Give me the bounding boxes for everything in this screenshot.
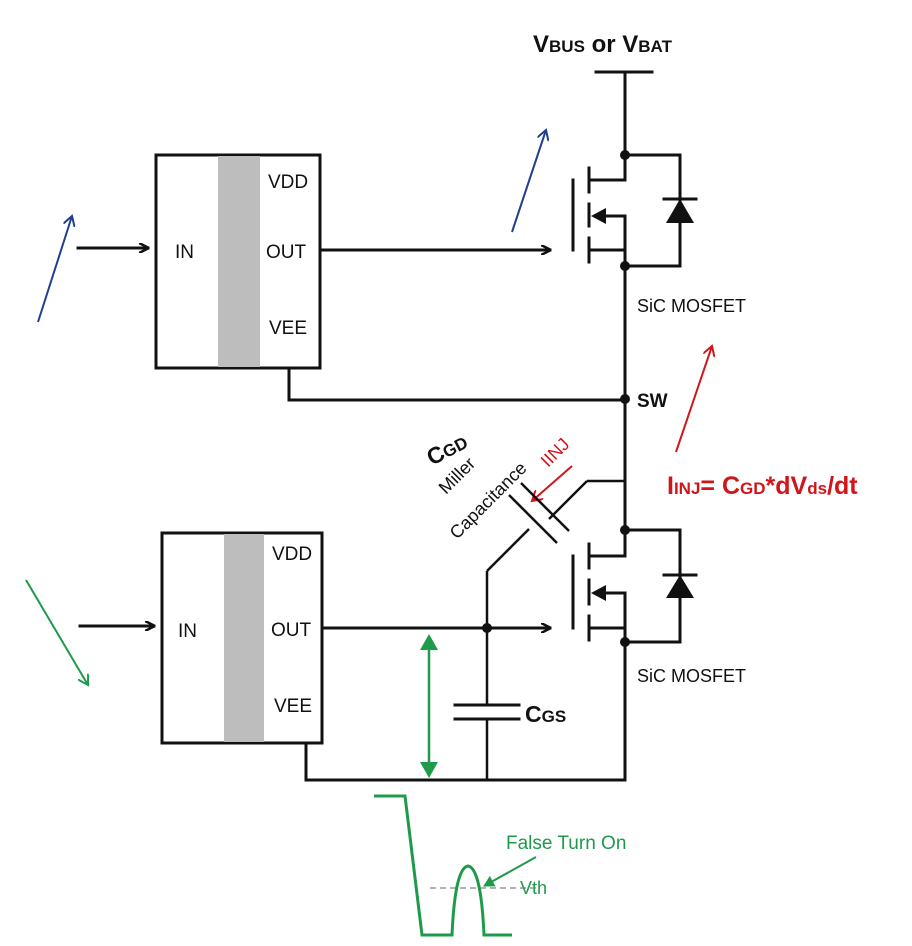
pin-vee-bottom: VEE xyxy=(274,696,312,717)
pin-in-bottom: IN xyxy=(178,621,197,642)
gate-driver-bottom: IN VDD OUT VEE xyxy=(160,531,324,745)
pin-out-top: OUT xyxy=(266,242,307,263)
mosfet-top xyxy=(571,150,698,271)
cgs-label: CGS xyxy=(525,701,566,727)
injection-current-equation: IINJ= CGD*dVds/dt xyxy=(667,472,858,500)
pin-vdd-top: VDD xyxy=(268,172,308,193)
diode-top xyxy=(666,199,694,223)
pin-vdd-bottom: VDD xyxy=(272,544,312,565)
pin-in-top: IN xyxy=(175,242,194,263)
sw-label: SW xyxy=(637,391,668,412)
false-turn-on-arrow xyxy=(483,856,537,887)
mosfet-top-label: SiC MOSFET xyxy=(637,296,746,316)
gate-driver-top: IN VDD OUT VEE xyxy=(154,153,322,370)
vth-label: Vth xyxy=(520,878,547,898)
cgd-plate-2 xyxy=(520,482,570,532)
vee-return-wire-bottom xyxy=(304,743,627,782)
false-turn-on-label: False Turn On xyxy=(506,833,626,854)
false-turn-on-waveform xyxy=(374,794,540,937)
gate-voltage-trace xyxy=(374,794,512,937)
pin-out-bottom: OUT xyxy=(271,620,312,641)
body-arrow-bottom xyxy=(591,585,606,601)
vee-return-wire-top xyxy=(287,368,627,402)
rising-edge-arrow-gate-top xyxy=(511,130,546,233)
cgd-plate-1 xyxy=(508,494,558,544)
dvdt-arrow xyxy=(675,346,712,453)
supply-label: VBUS or VBAT xyxy=(533,31,673,58)
pin-vee-top: VEE xyxy=(269,318,307,339)
iinj-arrow xyxy=(532,465,573,501)
mosfet-bottom xyxy=(571,525,698,647)
body-arrow-top xyxy=(591,208,606,224)
diode-bottom xyxy=(666,575,694,598)
mosfet-bottom-label: SiC MOSFET xyxy=(637,666,746,686)
falling-edge-arrow-input-bottom xyxy=(25,579,88,685)
isolation-barrier-top xyxy=(218,156,260,367)
iinj-label: IINJ xyxy=(537,434,574,471)
isolation-barrier-bottom xyxy=(224,534,264,742)
rising-edge-arrow-input-top xyxy=(37,216,72,323)
